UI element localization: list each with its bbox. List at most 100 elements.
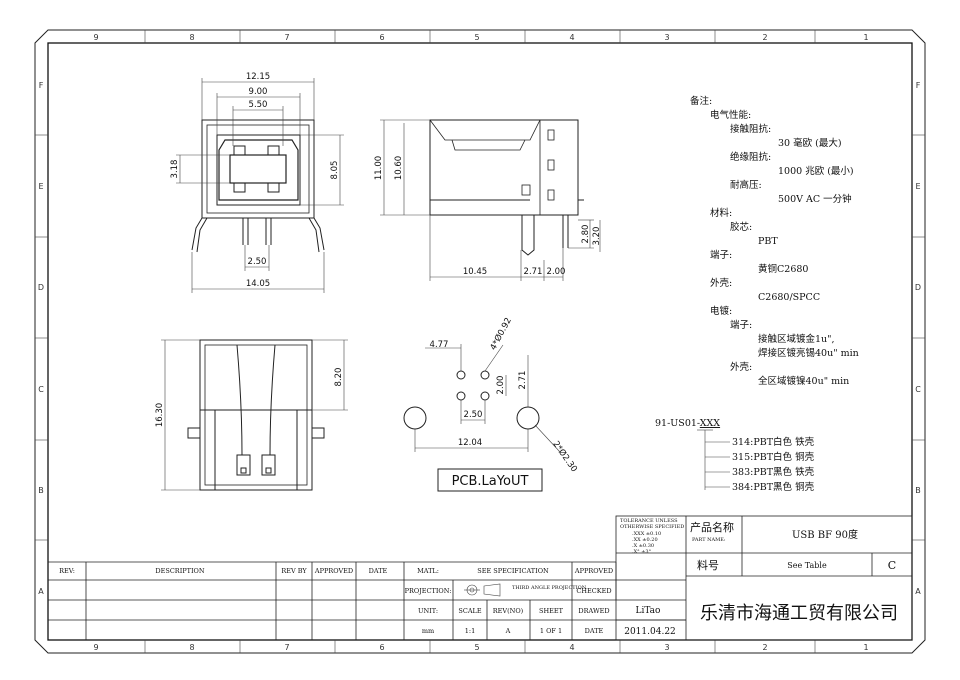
dim-label: 11.00 bbox=[374, 156, 384, 180]
spec-notes: 备注: 电气性能: 接触阻抗: 30 毫欧 (最大) 绝缘阻抗: 1000 兆欧… bbox=[690, 95, 859, 387]
projection-label: PROJECTION: bbox=[405, 587, 452, 595]
note-line: 耐高压: bbox=[730, 179, 762, 191]
dim-label: 9.00 bbox=[249, 87, 268, 97]
product-name-label: 产品名称 bbox=[690, 520, 734, 534]
note-line: 外壳: bbox=[710, 277, 732, 289]
dim-label: 2.50 bbox=[464, 410, 483, 420]
note-line: 端子: bbox=[710, 249, 732, 261]
description-header: DESCRIPTION bbox=[155, 567, 204, 575]
dim-label: 14.05 bbox=[246, 279, 270, 289]
date-header: DATE bbox=[369, 567, 388, 575]
note-line: 30 毫欧 (最大) bbox=[778, 137, 842, 149]
col-label: 2 bbox=[762, 643, 767, 652]
note-line: 端子: bbox=[730, 319, 752, 331]
note-line: 接触区域镀金1u", bbox=[758, 333, 835, 345]
note-line: PBT bbox=[758, 236, 778, 247]
row-label: C bbox=[915, 385, 921, 394]
variant-item: 315:PBT白色 铜壳 bbox=[732, 451, 815, 463]
dim-label: 10.45 bbox=[463, 267, 487, 277]
col-label: 4 bbox=[569, 643, 574, 652]
col-label: 1 bbox=[863, 33, 868, 42]
bottom-view: 16.30 8.20 bbox=[155, 339, 348, 491]
tolerance-line: OTHERWISE SPECIFIED bbox=[620, 524, 684, 530]
note-line: 1000 兆欧 (最小) bbox=[778, 165, 854, 177]
part-number-table: 91-US01-XXX 314:PBT白色 铁壳 315:PBT白色 铜壳 38… bbox=[655, 418, 815, 493]
dim-label: 12.04 bbox=[458, 438, 482, 448]
variant-item: 314:PBT白色 铁壳 bbox=[732, 436, 815, 448]
note-line: 焊接区镀亮锡40u" min bbox=[758, 347, 859, 359]
variant-item: 384:PBT黑色 铜壳 bbox=[732, 481, 815, 493]
dim-label: 12.15 bbox=[246, 72, 270, 82]
col-label: 4 bbox=[569, 33, 574, 42]
dim-label: 5.50 bbox=[249, 100, 268, 110]
matl-label: MATL: bbox=[417, 567, 439, 575]
row-label: F bbox=[916, 81, 921, 90]
row-label: F bbox=[39, 81, 44, 90]
col-label: 5 bbox=[474, 643, 479, 652]
scale-value: 1:1 bbox=[465, 627, 475, 635]
date-value: 2011.04.22 bbox=[624, 627, 676, 637]
dim-label: 3.18 bbox=[170, 160, 180, 179]
tolerance-line: TOLERANCE UNLESS bbox=[620, 518, 678, 524]
projection-value: THIRD ANGLE PROJECTION bbox=[512, 585, 587, 591]
dim-label: 8.05 bbox=[330, 161, 340, 180]
date-label: DATE bbox=[585, 627, 604, 635]
front-view: 12.15 9.00 5.50 3.18 8.05 2.50 14.05 bbox=[170, 72, 344, 293]
sheet-label: SHEET bbox=[539, 607, 564, 615]
product-name: USB BF 90度 bbox=[792, 528, 858, 541]
col-label: 8 bbox=[189, 33, 194, 42]
outer-border bbox=[34, 29, 926, 654]
tolerance-line: .XX ±0.20 bbox=[632, 537, 658, 543]
note-line: 绝缘阻抗: bbox=[730, 151, 771, 163]
revision-letter: C bbox=[888, 559, 896, 572]
note-line: 全区域镀镍40u" min bbox=[758, 375, 849, 387]
column-labels-bottom: 9 8 7 6 5 4 3 2 1 bbox=[93, 643, 868, 652]
note-line: 外壳: bbox=[730, 361, 752, 373]
pcb-layout: 4.77 4*Ø0.92 2.00 2.71 2.50 12.04 2*Ø2.3… bbox=[403, 316, 580, 492]
checked-label: CHECKED bbox=[576, 587, 611, 595]
item-label: 料号 bbox=[697, 558, 719, 572]
col-label: 3 bbox=[664, 643, 669, 652]
approved-header: APPROVED bbox=[314, 567, 353, 575]
variant-item: 383:PBT黑色 铁壳 bbox=[732, 466, 815, 478]
rev-no-value: A bbox=[505, 627, 511, 635]
company-name: 乐清市海通工贸有限公司 bbox=[700, 603, 898, 624]
row-label: A bbox=[915, 587, 921, 596]
dim-label: 8.20 bbox=[334, 368, 344, 387]
grid-ticks bbox=[35, 30, 925, 653]
dim-label: 2.00 bbox=[547, 267, 566, 277]
note-line: 材料: bbox=[710, 207, 732, 219]
row-labels-left: F E D C B A bbox=[38, 81, 44, 596]
row-label: B bbox=[915, 486, 921, 495]
dim-label: 16.30 bbox=[155, 403, 165, 427]
part-number-base: 91-US01-XXX bbox=[655, 418, 720, 429]
note-line: 黄铜C2680 bbox=[758, 263, 808, 275]
note-line: 500V AC 一分钟 bbox=[778, 193, 852, 205]
unit-label: UNIT: bbox=[418, 607, 438, 615]
dim-label: 2.71 bbox=[518, 371, 528, 390]
tolerance-line: .X ±0.30 bbox=[632, 543, 654, 549]
note-line: 备注: bbox=[690, 95, 712, 107]
row-label: E bbox=[915, 182, 920, 191]
col-label: 9 bbox=[93, 33, 98, 42]
side-view: 11.00 10.60 10.45 2.71 2.00 2.80 3.20 bbox=[374, 119, 602, 281]
dim-label: 2.80 bbox=[581, 225, 591, 244]
note-line: 电气性能: bbox=[710, 109, 751, 121]
third-angle-projection-icon bbox=[464, 583, 501, 597]
rev-by-header: REV BY bbox=[281, 567, 307, 575]
col-label: 7 bbox=[284, 643, 289, 652]
pcb-layout-label: PCB.LaYoUT bbox=[452, 474, 529, 489]
dim-label: 2.50 bbox=[248, 257, 267, 267]
column-labels-top: 9 8 7 6 5 4 3 2 1 bbox=[93, 33, 868, 42]
rev-header: REV: bbox=[59, 567, 75, 575]
row-label: C bbox=[38, 385, 44, 394]
sheet-value: 1 OF 1 bbox=[540, 627, 562, 635]
row-label: B bbox=[38, 486, 44, 495]
dim-label: 2.00 bbox=[496, 376, 506, 395]
dim-label: 2*Ø2.30 bbox=[550, 439, 579, 474]
col-label: 9 bbox=[93, 643, 98, 652]
row-label: E bbox=[38, 182, 43, 191]
row-label: D bbox=[38, 283, 44, 292]
inner-border bbox=[47, 42, 913, 641]
